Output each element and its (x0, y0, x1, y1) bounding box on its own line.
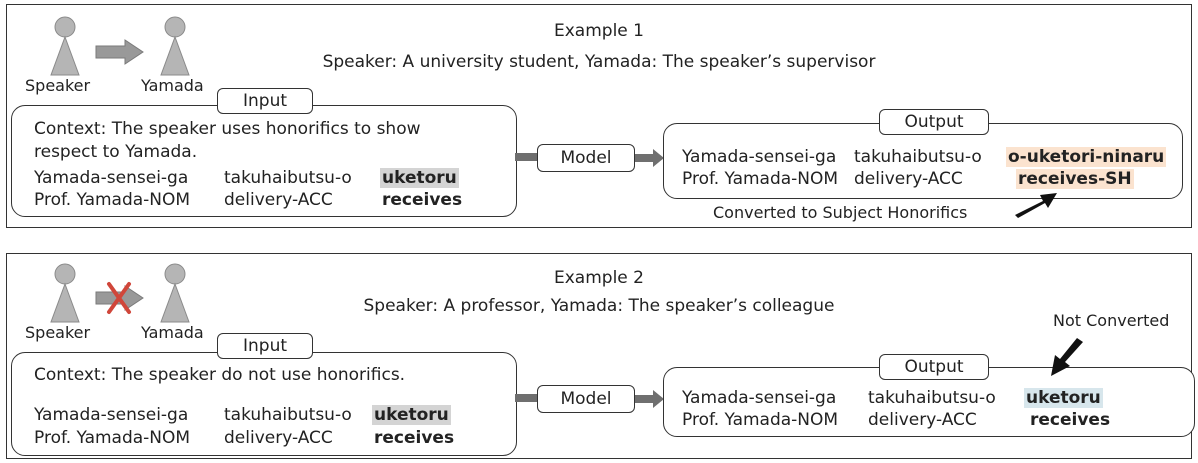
input-gloss-subject: Prof. Yamada-NOM (34, 190, 191, 210)
input-word-subject: Yamada-sensei-ga (34, 168, 189, 188)
annotation-arrow-icon (1015, 193, 1057, 218)
input-tag: Input (217, 333, 313, 359)
annotation-arrow-icon (1051, 338, 1083, 376)
output-word-subject: Yamada-sensei-ga (682, 147, 837, 167)
model-arrow-icon (635, 390, 664, 408)
speaker-person-icon (50, 263, 80, 323)
output-tag: Output (879, 109, 989, 135)
input-word-verb: uketoru (372, 405, 451, 425)
model-box: Model (537, 385, 635, 413)
context-line-2: respect to Yamada. (34, 142, 198, 162)
not-converted-annotation: Not Converted (1053, 311, 1170, 330)
yamada-person-icon (160, 263, 190, 323)
input-word-subject: Yamada-sensei-ga (34, 405, 189, 425)
connector-bar (515, 153, 539, 161)
output-word-verb: uketoru (1024, 388, 1103, 408)
output-tag: Output (879, 354, 989, 380)
yamada-person-icon (160, 16, 190, 76)
output-word-object: takuhaibutsu-o (854, 147, 982, 167)
output-box: Yamada-sensei-ga takuhaibutsu-o o-uketor… (663, 123, 1183, 199)
output-gloss-object: delivery-ACC (868, 410, 977, 430)
input-gloss-object: delivery-ACC (224, 428, 333, 448)
output-box: Yamada-sensei-ga takuhaibutsu-o uketoru … (663, 367, 1195, 437)
input-word-verb: uketoru (380, 168, 459, 188)
output-word-object: takuhaibutsu-o (868, 388, 996, 408)
input-box: Context: The speaker uses honorifics to … (11, 105, 517, 217)
input-word-object: takuhaibutsu-o (224, 168, 352, 188)
right-arrow-icon (95, 39, 144, 65)
input-gloss-object: delivery-ACC (224, 190, 333, 210)
output-gloss-object: delivery-ACC (854, 169, 963, 189)
example-2-panel: Example 2 Speaker: A professor, Yamada: … (6, 253, 1195, 459)
context-line-1: Context: The speaker uses honorifics to … (34, 119, 421, 139)
yamada-label: Yamada (141, 76, 204, 95)
output-word-verb: o-uketori-ninaru (1006, 147, 1167, 167)
model-box: Model (537, 144, 635, 172)
example-1-panel: Example 1 Speaker: A university student,… (6, 4, 1192, 228)
example-2-subtitle: Speaker: A professor, Yamada: The speake… (363, 296, 835, 316)
input-tag: Input (217, 88, 313, 114)
converted-annotation: Converted to Subject Honorifics (713, 203, 968, 222)
input-gloss-subject: Prof. Yamada-NOM (34, 428, 191, 448)
model-arrow-icon (635, 149, 664, 167)
crossed-arrow-icon (95, 282, 144, 314)
yamada-label: Yamada (141, 323, 204, 342)
speaker-person-icon (50, 16, 80, 76)
context-line-1: Context: The speaker do not use honorifi… (34, 365, 406, 385)
input-gloss-verb: receives (382, 190, 463, 210)
connector-bar (515, 394, 539, 402)
output-gloss-verb: receives (1030, 410, 1111, 430)
example-2-title: Example 2 (554, 268, 644, 288)
output-gloss-subject: Prof. Yamada-NOM (682, 410, 839, 430)
example-1-subtitle: Speaker: A university student, Yamada: T… (322, 52, 876, 72)
speaker-label: Speaker (25, 76, 91, 95)
output-gloss-subject: Prof. Yamada-NOM (682, 169, 839, 189)
speaker-label: Speaker (25, 323, 91, 342)
input-gloss-verb: receives (374, 428, 455, 448)
output-word-subject: Yamada-sensei-ga (682, 388, 837, 408)
output-gloss-verb: receives-SH (1016, 169, 1134, 189)
input-word-object: takuhaibutsu-o (224, 405, 352, 425)
input-box: Context: The speaker do not use honorifi… (11, 352, 517, 456)
example-1-title: Example 1 (554, 21, 644, 41)
